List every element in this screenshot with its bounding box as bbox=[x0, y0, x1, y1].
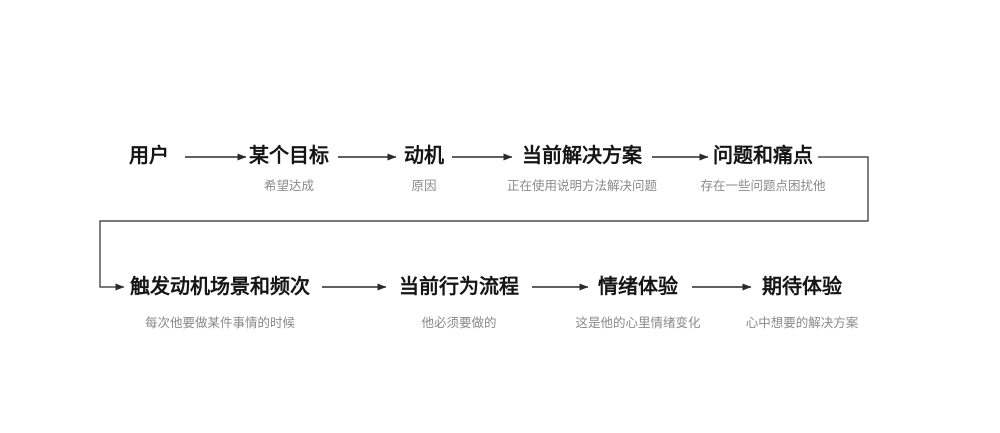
node-subtitle: 这是他的心里情绪变化 bbox=[575, 316, 701, 330]
node-subtitle: 心中想要的解决方案 bbox=[745, 316, 859, 330]
node-subtitle: 存在一些问题点困扰他 bbox=[700, 179, 826, 193]
node-subtitle: 希望达成 bbox=[263, 179, 314, 193]
node-title: 触发动机场景和频次 bbox=[130, 276, 310, 298]
flow-node-emotion: 情绪体验 这是他的心里情绪变化 bbox=[575, 275, 700, 331]
node-title: 动机 bbox=[404, 145, 444, 167]
flow-node-goal: 某个目标 希望达成 bbox=[249, 144, 329, 194]
node-title: 情绪体验 bbox=[597, 276, 678, 298]
node-subtitle: 原因 bbox=[411, 179, 437, 193]
flow-node-expectation: 期待体验 心中想要的解决方案 bbox=[746, 275, 859, 331]
flow-node-behavior-flow: 当前行为流程 他必须要做的 bbox=[399, 275, 519, 331]
node-title: 期待体验 bbox=[761, 276, 842, 298]
node-title: 问题和痛点 bbox=[712, 145, 813, 167]
flow-node-current-solution: 当前解决方案 正在使用说明方法解决问题 bbox=[507, 144, 657, 194]
node-subtitle: 每次他要做某件事情的时候 bbox=[144, 316, 295, 330]
flow-node-painpoint: 问题和痛点 存在一些问题点困扰他 bbox=[700, 144, 825, 194]
flow-node-trigger-scene: 触发动机场景和频次 每次他要做某件事情的时候 bbox=[130, 275, 310, 331]
node-title: 当前行为流程 bbox=[399, 276, 519, 298]
row-wrap-connector bbox=[99, 156, 869, 291]
node-subtitle: 正在使用说明方法解决问题 bbox=[506, 179, 658, 193]
flow-node-motivation: 动机 原因 bbox=[404, 144, 444, 194]
flow-node-user: 用户 bbox=[129, 144, 169, 168]
node-title: 某个目标 bbox=[249, 145, 329, 167]
node-title: 用户 bbox=[129, 145, 169, 167]
node-subtitle: 他必须要做的 bbox=[421, 316, 497, 330]
node-title: 当前解决方案 bbox=[521, 145, 642, 167]
